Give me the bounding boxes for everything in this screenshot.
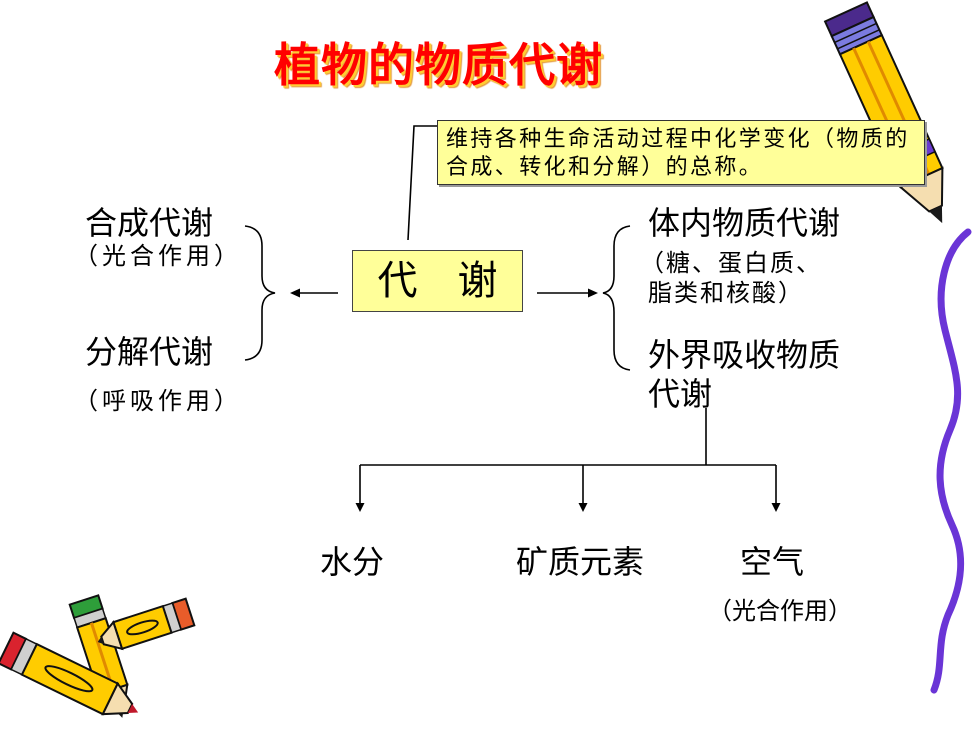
source-water-label: 水分: [320, 543, 385, 581]
right-brace: [602, 225, 631, 371]
down-arrow-water: [355, 465, 365, 512]
pencil-icon: [0, 631, 139, 716]
metabolism-box: 代 谢: [352, 250, 523, 312]
slide-title: 植物的物质代谢: [274, 38, 603, 92]
internal-metabolism-note: （糖、蛋白质、: [640, 249, 822, 277]
source-air-note: （光合作用）: [708, 597, 852, 625]
definition-box: 维持各种生命活动过程中化学变化（物质的 合成、转化和分解）的总称。: [437, 120, 925, 185]
down-arrow-air: [771, 465, 781, 512]
pencil-icon: [823, 1, 944, 224]
left-arrow: [290, 288, 338, 298]
external-metabolism-label: 外界吸收物质: [648, 336, 841, 374]
anabolism-label: 合成代谢: [85, 204, 214, 242]
external-metabolism-label: 代谢: [648, 375, 713, 413]
definition-connector-line: [407, 125, 437, 241]
definition-line: 合成、转化和分解）的总称。: [446, 155, 764, 180]
definition-line: 维持各种生命活动过程中化学变化（物质的: [446, 127, 910, 152]
right-arrow: [537, 288, 598, 298]
catabolism-label: 分解代谢: [85, 333, 214, 371]
source-minerals-label: 矿质元素: [516, 543, 645, 581]
source-air-label: 空气: [740, 543, 805, 581]
pencil-icon: [97, 597, 196, 651]
wavy-line-decoration: [930, 228, 972, 694]
internal-metabolism-label: 体内物质代谢: [648, 204, 841, 242]
down-arrow-minerals: [578, 465, 588, 512]
left-brace: [244, 225, 276, 361]
anabolism-note: （光合作用）: [74, 242, 242, 270]
catabolism-note: （呼吸作用）: [74, 387, 242, 415]
internal-metabolism-note: 脂类和核酸）: [648, 279, 804, 307]
